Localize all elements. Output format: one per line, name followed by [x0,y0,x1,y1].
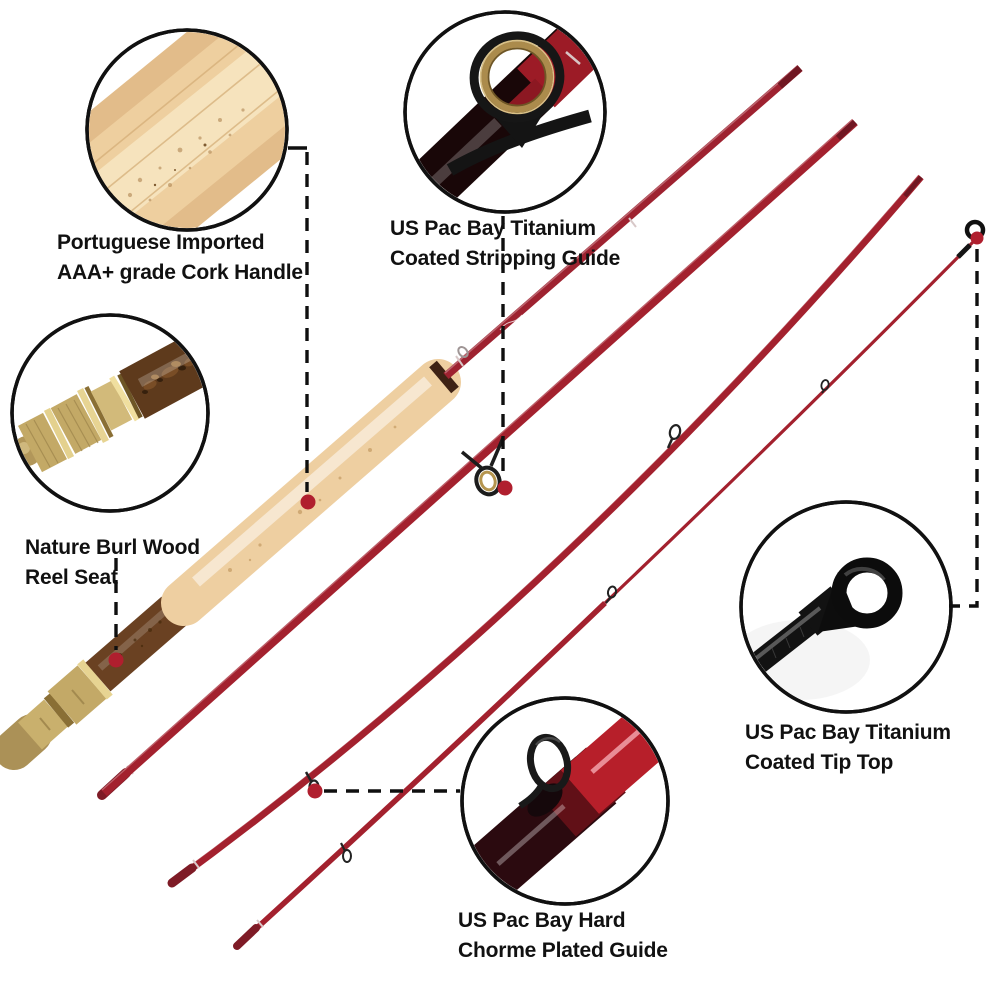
callout-dots [108,231,984,799]
burl-figure [142,357,196,394]
dot-chrome-guide [307,783,323,799]
snake-guide [820,379,830,394]
callout-circle-tip-top [739,500,953,714]
callout-circle-chrome-guide [460,696,670,906]
dot-tip-top [970,231,984,245]
callout-label-cork-handle: Portuguese Imported AAA+ grade Cork Hand… [57,228,303,288]
rod-section-3 [167,173,924,888]
leader-lines [114,146,979,793]
thread-wrap [455,355,464,367]
rod-section-butt [0,64,803,770]
callout-circle-reel-seat [10,313,210,513]
label-line: Portuguese Imported [57,231,265,254]
cork-pits [153,143,207,187]
label-line: Chorme Plated Guide [458,939,668,962]
tip-top-loop [831,557,903,629]
label-line: US Pac Bay Titanium [745,721,951,744]
butt-blank [443,64,803,380]
callout-label-reel-seat: Nature Burl Wood Reel Seat [25,533,200,593]
label-line: Coated Tip Top [745,751,894,774]
leader-tip-top [949,249,979,608]
tip-top-closeup [743,557,903,700]
thread-wrap [628,217,637,228]
snake-guide [605,585,618,604]
label-line: Reel Seat [25,566,118,589]
reel-seat-hardware [0,659,113,770]
callout-label-tip-top: US Pac Bay Titanium Coated Tip Top [745,718,951,778]
hook-keeper-icon [457,346,469,358]
cork-closeup [89,32,285,228]
callout-label-stripping-guide: US Pac Bay Titanium Coated Stripping Gui… [390,214,620,274]
callout-circle-stripping-guide [403,10,607,214]
guide-frame-ring [469,31,565,123]
rod-section-2 [97,118,858,800]
cork-striations [89,43,285,223]
label-line: Nature Burl Wood [25,536,200,559]
guide-gold-ring [481,41,553,113]
label-line: AAA+ grade Cork Handle [57,261,303,284]
label-line: Coated Stripping Guide [390,247,621,270]
cork-handle [161,359,461,626]
guide-wire-loop [526,733,572,793]
cork-speckles [228,425,397,572]
dot-reel-seat [108,652,124,668]
dot-cork-handle [300,494,316,510]
dot-stripping-guide [497,480,513,496]
label-line: US Pac Bay Hard [458,909,626,932]
snake-guide [340,842,352,863]
rod-section-tip [233,219,986,950]
knurl-texture [25,399,99,468]
stripping-guide [460,437,505,497]
tube-texture [771,626,805,659]
cork-speckles-closeup [127,108,245,202]
callout-label-chrome-guide: US Pac Bay Hard Chorme Plated Guide [458,906,668,966]
callout-circle-cork [85,28,289,232]
label-line: US Pac Bay Titanium [390,217,596,240]
snake-guide [666,424,682,449]
winding-check [429,360,459,394]
